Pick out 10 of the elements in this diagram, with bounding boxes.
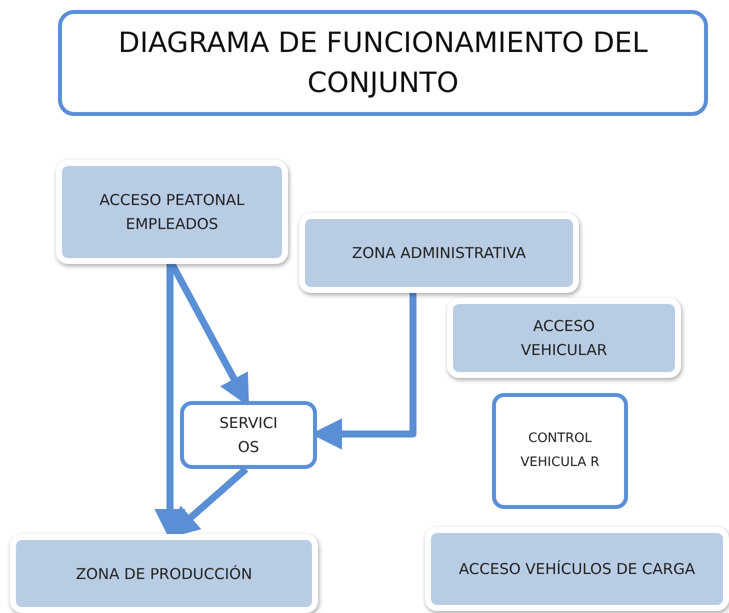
node-label: ZONA ADMINISTRATIVA [351,243,527,264]
node-label: ACCESO PEATONAL EMPLEADOS [98,190,246,235]
node-label: ACCESO VEHICULAR [520,316,608,361]
node-label: ACCESO VEHÍCULOS DE CARGA [458,559,696,580]
node-label: CONTROL VEHICULA R [520,430,600,472]
area-box [492,393,628,509]
area-box [180,401,317,469]
node-label: ZONA DE PRODUCCIÓN [74,564,254,584]
title-box: DIAGRAMA DE FUNCIONAMIENTO DEL CONJUNTO [58,10,708,116]
node-label: SERVICI OS [218,413,279,458]
